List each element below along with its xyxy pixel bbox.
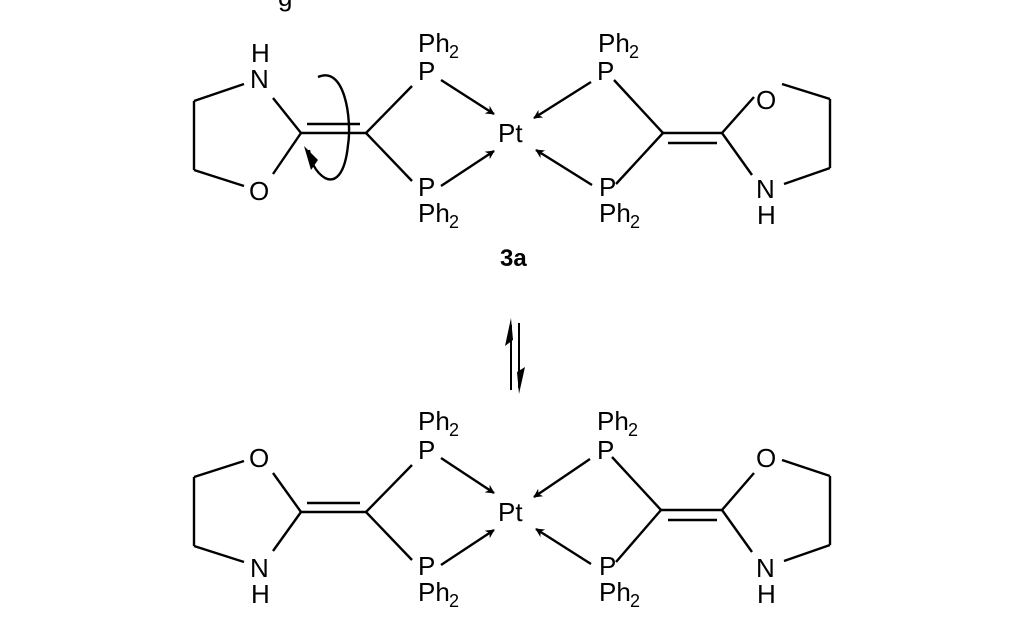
svg-text:2: 2 bbox=[630, 212, 640, 232]
svg-text:Ph: Ph bbox=[418, 577, 450, 607]
right-oxazolidine-ring-top: O N H bbox=[613, 79, 832, 230]
compound-label: 3a bbox=[500, 245, 527, 272]
svg-text:Ph: Ph bbox=[418, 406, 450, 436]
svg-text:2: 2 bbox=[630, 591, 640, 611]
svg-text:P: P bbox=[418, 172, 435, 202]
svg-text:Ph: Ph bbox=[418, 28, 450, 58]
svg-text:Ph: Ph bbox=[418, 198, 450, 228]
oxygen-label: O bbox=[249, 176, 269, 206]
svg-text:P: P bbox=[599, 551, 616, 581]
svg-text:P: P bbox=[418, 56, 435, 86]
svg-text:P: P bbox=[597, 435, 614, 465]
svg-text:N: N bbox=[756, 174, 775, 204]
right-oxazolidine-ring-bottom: O N H bbox=[611, 443, 832, 609]
equilibrium-arrow-icon bbox=[505, 318, 525, 394]
nitrogen-label: N bbox=[250, 64, 269, 94]
left-phosphines-bottom: Ph 2 P P Ph 2 bbox=[418, 406, 495, 611]
svg-text:N: N bbox=[756, 553, 775, 583]
svg-text:Ph: Ph bbox=[597, 406, 629, 436]
svg-text:2: 2 bbox=[449, 591, 459, 611]
svg-text:N: N bbox=[250, 553, 269, 583]
svg-text:2: 2 bbox=[628, 420, 638, 440]
rotation-arrow-head-icon bbox=[304, 146, 318, 170]
svg-text:Ph: Ph bbox=[599, 198, 631, 228]
svg-text:P: P bbox=[597, 56, 614, 86]
platinum-label: Pt bbox=[498, 118, 523, 148]
svg-text:P: P bbox=[418, 435, 435, 465]
svg-text:H: H bbox=[251, 579, 270, 609]
svg-text:2: 2 bbox=[449, 420, 459, 440]
svg-text:P: P bbox=[418, 551, 435, 581]
svg-text:O: O bbox=[249, 443, 269, 473]
top-structure: H N O Ph 2 P P Ph 2 bbox=[192, 28, 832, 272]
svg-text:O: O bbox=[756, 85, 776, 115]
right-phosphines-top: Ph 2 P P Ph 2 bbox=[533, 28, 640, 232]
svg-text:Ph: Ph bbox=[598, 28, 630, 58]
svg-text:P: P bbox=[599, 172, 616, 202]
svg-text:2: 2 bbox=[629, 42, 639, 62]
right-phosphines-bottom: Ph 2 P P Ph 2 bbox=[533, 406, 640, 611]
svg-text:H: H bbox=[757, 579, 776, 609]
svg-text:Pt: Pt bbox=[498, 497, 523, 527]
left-oxazolidine-ring-top: H N O bbox=[192, 38, 413, 206]
svg-text:2: 2 bbox=[449, 212, 459, 232]
bottom-structure: O N H Ph 2 P P Ph 2 Pt Ph 2 P bbox=[192, 406, 832, 611]
left-phosphines-top: Ph 2 P P Ph 2 bbox=[418, 28, 495, 232]
cropped-text-fragment: g bbox=[278, 0, 292, 12]
svg-text:O: O bbox=[756, 443, 776, 473]
left-oxazolidine-ring-bottom: O N H bbox=[192, 443, 413, 609]
hydrogen-label: H bbox=[251, 38, 270, 68]
svg-text:H: H bbox=[757, 200, 776, 230]
svg-text:2: 2 bbox=[449, 42, 459, 62]
svg-text:g: g bbox=[278, 0, 292, 12]
svg-text:Ph: Ph bbox=[599, 577, 631, 607]
